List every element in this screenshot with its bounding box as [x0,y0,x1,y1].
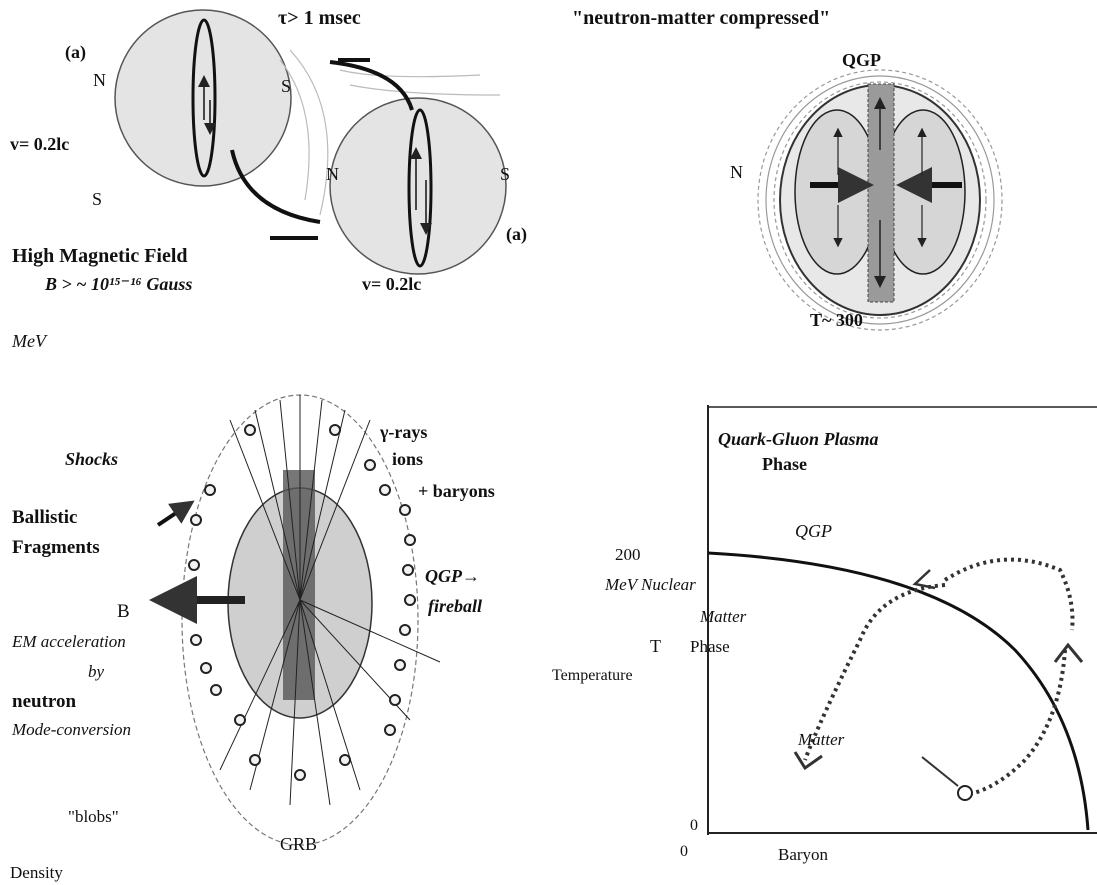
mev-nuclear-label: MeV Nuclear [604,575,696,594]
compressed-title: "neutron-matter compressed" [572,7,830,29]
time-label: τ> 1 msec [278,7,361,29]
temperature-label: Temperature [552,667,633,684]
north-right: N [326,164,339,184]
south-left-bottom: S [92,189,102,209]
label-a-right: (a) [506,224,527,245]
left-lobe [795,110,879,274]
phase-label: Phase [690,637,730,656]
t-axis-label: T [650,636,661,656]
left-neutron-star [115,10,291,186]
em-label-1: EM acceleration [11,632,126,651]
field-value: B > ~ 10¹⁵⁻¹⁶ Gauss [44,274,192,294]
panel-b-compressed-matter: "neutron-matter compressed" QGP N T~ 300 [572,7,1002,330]
ballistic-label-2: Fragments [12,537,100,558]
panel-a-neutron-stars: τ> 1 msec (a) N S v= 0.2lc S N S (a) Hig… [10,7,527,351]
field-title: High Magnetic Field [12,245,188,267]
ballistic-label-1: Ballistic [12,507,77,528]
mev-label: MeV [11,331,48,351]
matter-label-2: Matter [797,730,845,749]
baryon-label: Baryon [778,845,829,864]
velocity-left: v= 0.2lc [10,134,69,154]
label-a-left: (a) [65,42,86,63]
phase-boundary [708,553,1088,830]
qgp-column [868,84,894,302]
em-label-4: Mode-conversion [11,720,131,739]
velocity-right: v= 0.2lc [362,274,421,294]
qgp-phase-label-1: Quark-Gluon Plasma [718,429,879,449]
grb-label: GRB [280,834,317,854]
blobs-label: "blobs" [68,807,119,826]
b-label: B [117,601,130,622]
gamma-label-2: ions [392,449,423,469]
em-label-3: neutron [12,691,76,712]
tick-0-y: 0 [690,817,698,834]
panel-d-phase-diagram: Quark-Gluon Plasma Phase QGP 200 MeV Nuc… [552,405,1097,864]
trajectory-right [965,650,1065,795]
tick-0-x: 0 [680,843,688,860]
tick-200: 200 [615,545,641,564]
density-label: Density [10,863,63,882]
north-left: N [93,70,106,90]
qgp-curve-label: QGP [795,521,832,541]
temperature-300: T~ 300 [810,310,863,330]
em-label-2: by [88,662,105,681]
matter-label-1: Matter [699,607,747,626]
panel-c-fireball: Shocks Ballistic Fragments γ-rays ions +… [10,395,495,882]
south-right: S [500,164,510,184]
n-label-b: N [730,162,743,182]
qgp-fireball-1: QGP→ [425,566,480,586]
qgp-phase-label-2: Phase [762,454,807,474]
qgp-top-label: QGP [842,50,881,70]
gamma-label-3: + baryons [418,481,495,501]
right-neutron-star [330,98,506,274]
shocks-label: Shocks [65,449,118,469]
start-point [958,786,972,800]
qgp-fireball-2: fireball [428,596,482,616]
gamma-label-1: γ-rays [379,422,427,442]
south-left-top: S [281,76,291,96]
